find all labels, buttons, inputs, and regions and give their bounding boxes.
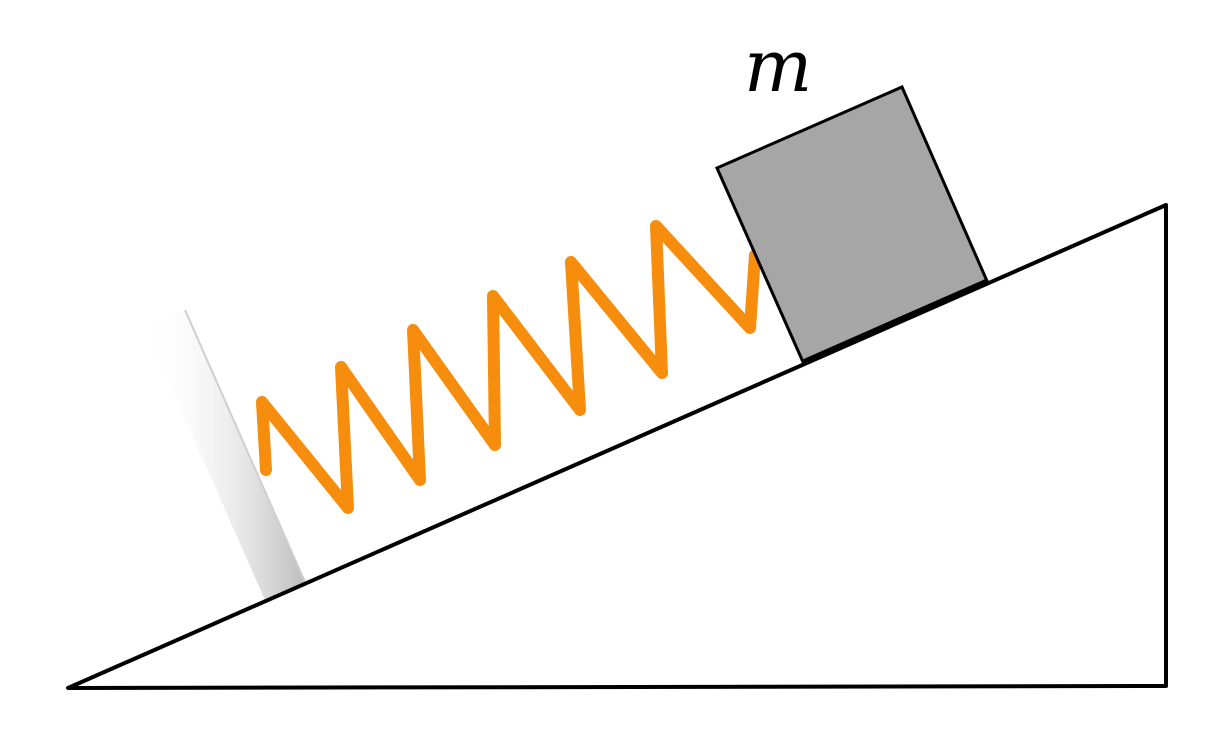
block-contact-line (801, 278, 989, 365)
mass-label: m (744, 24, 813, 108)
wall-shadow (145, 310, 305, 600)
wall-edge (184, 309, 306, 583)
spring (256, 220, 761, 514)
